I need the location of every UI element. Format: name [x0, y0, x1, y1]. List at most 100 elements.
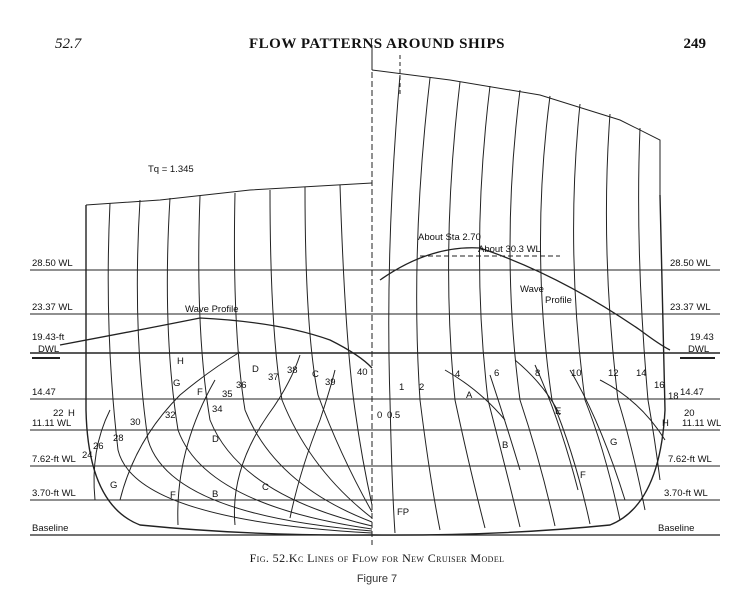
wl-label-left-19-43: 19.43-ft: [32, 332, 65, 343]
flow-letter-right-f: F: [580, 470, 586, 481]
draft-note: Tq = 1.345: [148, 164, 194, 175]
aft-section-8: [339, 184, 373, 506]
aft-section-2: [136, 199, 373, 532]
flow-letter-left-g-lower: G: [110, 480, 117, 491]
fore-section-2: [416, 77, 441, 531]
wl-label-left-dwl: DWL: [38, 344, 59, 355]
flow-letter-right-e: E: [555, 406, 561, 417]
aft-flow-3: [233, 354, 301, 526]
station-left-38: 38: [287, 365, 298, 376]
wl-label-right-baseline: Baseline: [658, 523, 694, 534]
wl-label-right-11-11: 11.11 WL: [682, 418, 721, 429]
flow-letter-left-f-lower: F: [170, 490, 176, 501]
station-right-14: 14: [636, 368, 647, 379]
aft-flow-4: [289, 369, 336, 519]
station-left-28: 28: [113, 433, 124, 444]
wave-profile-label-right-1: Wave: [520, 284, 544, 295]
fore-section-8: [605, 113, 646, 511]
wl-label-right-23-37: 23.37 WL: [670, 302, 711, 313]
wl-label-right-19-43: 19.43: [690, 332, 714, 343]
aft-wave-profile: [59, 317, 373, 369]
fore-flow-4: [534, 364, 579, 491]
wl-label-right-dwl: DWL: [688, 344, 709, 355]
station-right-1: 1: [399, 382, 404, 393]
station-right-6: 6: [494, 368, 499, 379]
section-number: 52.7: [55, 36, 82, 52]
wl-label-right-3-70: 3.70-ft WL: [664, 488, 708, 499]
fore-section-9: [638, 127, 661, 481]
flow-letter-left-c-upper: C: [312, 369, 319, 380]
aft-section-7: [304, 186, 373, 513]
fore-section-3: [448, 81, 486, 529]
flow-letter-left-d-lower: D: [212, 434, 219, 445]
fore-wave-profile: [379, 247, 671, 351]
flow-letter-right-g: G: [610, 437, 617, 448]
flow-letter-left-b: B: [212, 489, 218, 500]
aft-section-3: [166, 197, 373, 530]
fore-flow-2: [489, 374, 521, 471]
station-left-22: 22: [53, 408, 64, 419]
wl-label-right-28-50: 28.50 WL: [670, 258, 711, 269]
station-right-16: 16: [654, 380, 665, 391]
wl-label-right-14-47: 14.47: [680, 387, 704, 398]
fore-flow-5: [569, 369, 626, 501]
fore-deck-line: [371, 69, 661, 195]
station-left-35: 35: [222, 389, 233, 400]
aft-deck-line: [85, 182, 373, 206]
station-left-40: 40: [357, 367, 368, 378]
fore-hull-outline: [371, 194, 666, 536]
figure-caption: Fig. 52.Kc Lines of Flow for New Cruiser…: [249, 551, 505, 565]
station-left-34: 34: [212, 404, 223, 415]
station-right-2: 2: [419, 382, 424, 393]
page-number: 249: [683, 36, 707, 52]
station-left-36: 36: [236, 380, 247, 391]
figure-label: Figure 7: [356, 573, 398, 585]
fore-section-4: [479, 85, 521, 528]
aft-hull-outline: [85, 205, 373, 536]
flow-letter-left-g-upper: G: [173, 378, 180, 389]
wl-label-right-7-62: 7.62-ft WL: [668, 454, 712, 465]
fp-label: FP: [397, 507, 409, 518]
aft-section-5: [233, 192, 373, 523]
about-wl-label: About 30.3 WL: [478, 244, 541, 255]
flow-letter-right-h: H: [662, 418, 669, 429]
wl-label-left-11-11: 11.11 WL: [32, 418, 71, 429]
station-left-37: 37: [268, 372, 279, 383]
aft-section-4: [198, 195, 373, 527]
aft-flow-1: [93, 409, 111, 501]
fore-section-5: [509, 89, 556, 527]
wl-label-left-3-70: 3.70-ft WL: [32, 488, 76, 499]
station-left-24: 24: [82, 450, 93, 461]
flow-letter-right-b: B: [502, 440, 508, 451]
aft-section-6: [269, 189, 373, 519]
page-title: FLOW PATTERNS AROUND SHIPS: [249, 36, 505, 52]
flow-letter-left-f-upper: F: [197, 387, 203, 398]
fore-flow-3: [514, 359, 561, 416]
fore-flow-1: [444, 369, 506, 421]
wl-label-left-7-62: 7.62-ft WL: [32, 454, 76, 465]
station-right-0-5: 0.5: [387, 410, 400, 421]
aft-section-1: [107, 202, 373, 534]
station-left-39: 39: [325, 377, 336, 388]
flow-letter-left-h-upper: H: [177, 356, 184, 367]
station-left-30: 30: [130, 417, 141, 428]
flow-letter-left-h-lower: H: [68, 408, 75, 419]
flow-letter-left-d-upper: D: [252, 364, 259, 375]
station-right-8: 8: [535, 368, 540, 379]
wl-label-left-baseline: Baseline: [32, 523, 68, 534]
fore-section-1: [388, 74, 401, 534]
station-right-10: 10: [571, 368, 582, 379]
station-left-26: 26: [93, 441, 104, 452]
flow-letter-right-a: A: [466, 390, 473, 401]
station-left-32: 32: [165, 410, 176, 421]
fore-section-7: [573, 103, 621, 521]
station-right-4: 4: [455, 369, 460, 380]
station-right-20: 20: [684, 408, 695, 419]
fore-section-6: [540, 95, 591, 525]
aft-flow-5: [119, 351, 241, 501]
fore-flow-6: [599, 379, 666, 441]
station-right-12: 12: [608, 368, 619, 379]
wave-profile-label-left: Wave Profile: [185, 304, 239, 315]
wl-label-left-28-50: 28.50 WL: [32, 258, 73, 269]
